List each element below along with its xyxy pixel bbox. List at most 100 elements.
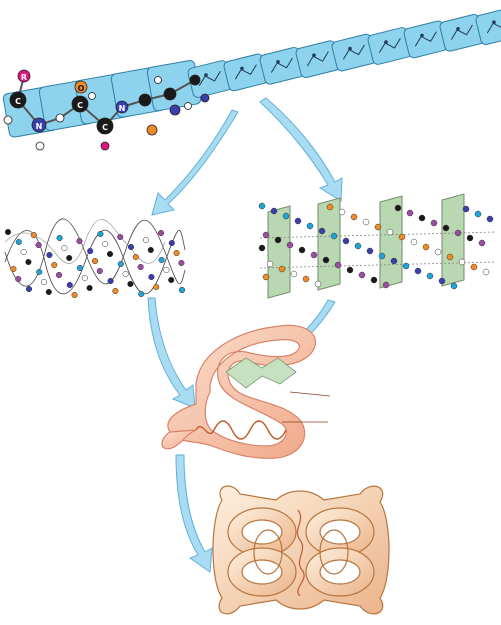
helix-atom xyxy=(66,281,73,289)
helix-atom xyxy=(15,238,22,246)
chain-atom xyxy=(138,93,152,107)
helix-atom xyxy=(15,275,22,283)
atom-label-n2: N xyxy=(119,104,126,113)
beta-sheet-atom xyxy=(458,258,466,266)
chain-segment-backbone-zigzag xyxy=(234,64,257,80)
beta-sheet-atom xyxy=(366,247,374,255)
beta-sheet-atom xyxy=(406,209,414,217)
chain-atom xyxy=(100,141,110,151)
beta-sheet-atom xyxy=(470,263,478,271)
beta-sheet-atom xyxy=(454,229,462,237)
beta-sheet-atom xyxy=(446,253,454,261)
helix-atom xyxy=(76,264,84,272)
beta-sheet-atom xyxy=(286,241,294,249)
atom-labels: R C N O C C N xyxy=(15,73,125,132)
beta-sheet-atom xyxy=(474,210,482,218)
helix-atom xyxy=(137,263,144,271)
beta-sheet-atom xyxy=(310,251,318,259)
beta-sheet-atom xyxy=(442,224,450,232)
helix-atom xyxy=(71,291,78,299)
beta-sheet-atom xyxy=(338,208,346,216)
helix-atom xyxy=(153,283,160,291)
helix-atom xyxy=(148,273,155,281)
sheet-atoms xyxy=(258,202,494,290)
chain-segment-node xyxy=(276,60,280,64)
beta-sheet-atom xyxy=(414,267,422,275)
beta-sheet-atom xyxy=(394,204,402,212)
helix-atom xyxy=(35,241,42,249)
helix-atoms xyxy=(4,228,186,299)
beta-sheet-atom xyxy=(326,203,334,211)
helix-atom xyxy=(178,286,186,294)
helix-atom xyxy=(163,266,170,274)
beta-sheet-atom xyxy=(278,265,286,273)
chain-segment-node xyxy=(312,53,316,57)
helix-strand-b xyxy=(4,218,186,287)
helix-atom xyxy=(46,251,53,259)
helix-atom xyxy=(147,246,154,254)
beta-sheet-atom xyxy=(354,242,362,250)
beta-sheet-atom xyxy=(362,218,370,226)
beta-sheet-atom xyxy=(266,260,274,268)
helix-atom xyxy=(96,267,103,275)
beta-sheet-atom xyxy=(378,252,386,260)
helix-atom xyxy=(86,284,93,292)
chain-atom xyxy=(169,104,181,116)
helix-atom xyxy=(45,288,52,296)
helix-atom xyxy=(132,253,139,261)
beta-sheet-atom xyxy=(382,281,390,289)
atom-label-c2: C xyxy=(77,101,83,110)
beta-sheet-atom xyxy=(314,280,322,288)
helix-atom xyxy=(4,228,12,236)
chain-segment-node xyxy=(420,33,424,38)
beta-sheet-atom xyxy=(430,219,438,227)
tertiary-tail xyxy=(161,429,197,450)
quaternary-loop-right xyxy=(319,529,349,575)
beta-sheet-panel xyxy=(317,197,341,291)
beta-sheet-atom xyxy=(346,266,354,274)
helix-atom xyxy=(102,240,109,248)
chain-atoms xyxy=(3,69,210,151)
beta-sheet-atom xyxy=(418,214,426,222)
chain-atom xyxy=(88,92,96,100)
beta-sheet-atom xyxy=(262,273,270,281)
beta-sheet-atom xyxy=(462,205,470,213)
chain-atom xyxy=(189,74,201,86)
helix-atom xyxy=(91,257,99,265)
chain-atom xyxy=(163,87,177,101)
helix-atom xyxy=(168,239,175,247)
chain-atom xyxy=(3,115,13,125)
atom-label-r: R xyxy=(21,73,27,82)
chain-segment-node xyxy=(492,20,496,25)
helix-atom xyxy=(66,254,73,262)
primary-structure-chain: R C N O C C N xyxy=(2,7,501,151)
chain-atom xyxy=(74,80,88,94)
chain-segment-backbone-zigzag xyxy=(486,18,501,34)
beta-sheet-atom xyxy=(258,244,266,252)
helix-atom xyxy=(117,233,124,241)
chain-segment-node xyxy=(456,27,460,31)
beta-sheet-atom xyxy=(294,217,302,225)
beta-sheet-atom xyxy=(422,243,430,251)
beta-sheet-atom xyxy=(274,236,282,244)
tertiary-loop-inner xyxy=(204,339,300,447)
helix-atom xyxy=(142,236,150,244)
tertiary-beta-strands xyxy=(225,357,297,389)
chain-atom xyxy=(96,117,114,135)
chain-atom xyxy=(17,69,31,83)
helix-atom xyxy=(122,270,129,278)
chain-segments xyxy=(2,7,501,138)
arrow-tertiary-to-quaternary xyxy=(175,454,213,573)
beta-sheet-atom xyxy=(322,256,330,264)
helix-atom xyxy=(127,243,135,251)
helix-atom xyxy=(112,287,119,295)
chain-atom xyxy=(184,102,192,110)
beta-sheet-atom xyxy=(374,223,382,231)
atom-label-n1: N xyxy=(36,122,43,131)
chain-segment-backbone-zigzag xyxy=(198,70,221,87)
beta-sheet-hydrogen-bond xyxy=(259,261,497,269)
beta-sheet-atom xyxy=(334,261,342,269)
beta-sheet-atom xyxy=(258,202,266,210)
helix-atom xyxy=(81,274,88,282)
